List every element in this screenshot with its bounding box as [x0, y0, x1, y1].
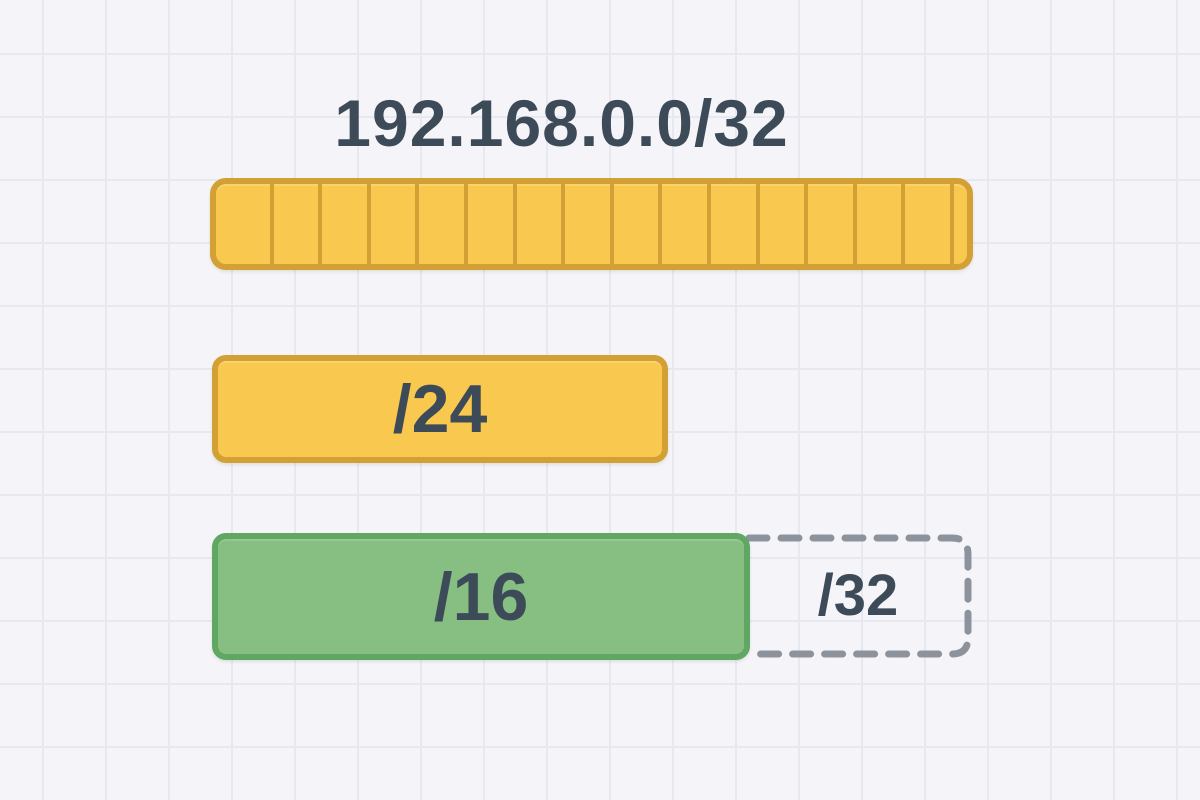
segment-cell — [269, 184, 319, 264]
segment-cell — [318, 184, 367, 264]
subnet-bar-24: /24 — [212, 355, 668, 463]
segment-cell — [561, 184, 610, 264]
segment-cell — [609, 184, 659, 264]
segment-cell — [658, 184, 707, 264]
segment-cell — [950, 184, 967, 264]
subnet-label-32: /32 — [817, 563, 899, 628]
segmented-bar-cells — [216, 184, 967, 264]
segment-cell — [852, 184, 902, 264]
dashed-outline-shape — [745, 534, 972, 658]
segment-cell — [512, 184, 562, 264]
segment-cell — [707, 184, 756, 264]
subnet-label-24: /24 — [392, 371, 488, 447]
address-block-bar-32 — [210, 178, 973, 270]
subnet-bar-16: /16 — [212, 533, 750, 660]
segment-cell — [216, 184, 270, 264]
segment-cell — [463, 184, 513, 264]
segment-cell — [804, 184, 853, 264]
segment-cell — [901, 184, 950, 264]
diagram-title: 192.168.0.0/32 — [334, 86, 789, 160]
segment-cell — [755, 184, 805, 264]
subnet-label-16: /16 — [433, 558, 529, 635]
segment-cell — [415, 184, 464, 264]
segment-cell — [366, 184, 416, 264]
dashed-remainder-box-32: /32 — [744, 534, 972, 658]
